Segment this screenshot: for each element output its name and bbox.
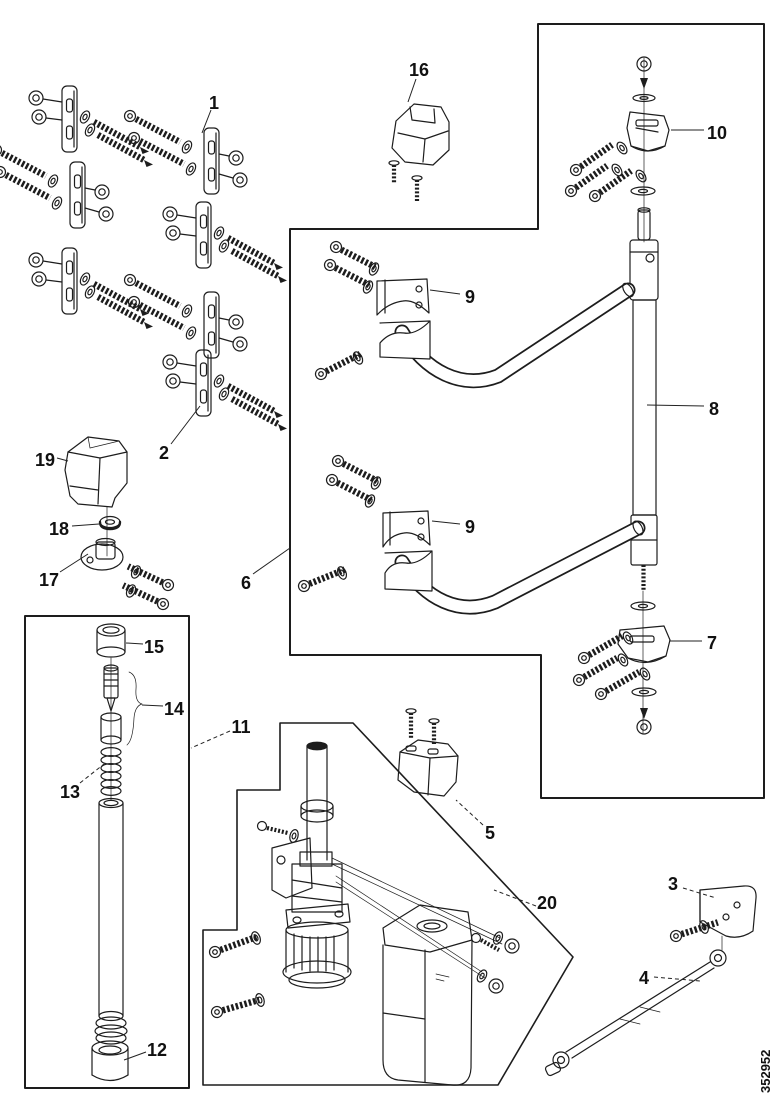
callout-13: 13 [60,782,80,802]
valve-part-14 [100,664,143,746]
callout-4: 4 [639,968,649,988]
tube-lower [394,520,646,615]
callout-5: 5 [485,823,495,843]
drawing-number: 352952 [758,1050,773,1093]
cylinder-tube [94,797,128,1045]
callout-19: 19 [35,450,55,470]
callout-16: 16 [409,60,429,80]
callout-14: 14 [164,699,184,719]
assembly-enclosure-outline [289,23,765,799]
mast-parts [91,623,143,1082]
pump-tie-rods [331,857,520,994]
callout-leader-13 [79,763,105,784]
hardware-kit-6 [125,275,248,359]
callout-12: 12 [147,1040,167,1060]
tie-rod-part-4 [544,949,727,1077]
callout-leader-14 [141,704,164,707]
callout-leader-9a [429,289,461,295]
callout-leader-16 [407,78,417,103]
callout-10: 10 [707,123,727,143]
pump-body [285,851,351,929]
callout-3: 3 [668,874,678,894]
grommet-part-18 [98,515,122,531]
callout-9b: 9 [465,517,475,537]
callout-leader-2 [170,405,201,445]
bracket-part-10 [626,111,670,152]
callout-leader-11 [190,730,231,749]
callout-8: 8 [709,399,719,419]
cup-part-12 [91,1040,129,1082]
callout-leader-1 [201,109,212,134]
hardware-kit-1 [29,86,153,167]
callout-leader-17 [59,553,89,573]
spring-part-13 [100,746,122,796]
actuator-part-8 [629,239,659,591]
callout-11: 11 [231,717,250,737]
callout-leader-9b [431,520,461,525]
tube-upper [394,282,636,389]
cap-part-16 [388,103,450,202]
callout-leader-3 [682,887,717,899]
hardware-kit-4 [163,202,287,283]
block-part-5 [397,708,459,797]
cap-part-15 [96,623,126,658]
callout-leader-20 [493,889,537,907]
callout-2: 2 [159,443,169,463]
hardware-kit-3 [0,145,113,229]
hardware-kit-5 [29,248,153,329]
callout-6: 6 [241,573,251,593]
callout-leader-12 [123,1051,147,1061]
callout-1: 1 [209,93,219,113]
callout-leader-18 [71,523,100,527]
callout-leader-15 [125,642,144,645]
pump-motor [282,921,352,989]
callout-leader-8 [646,404,705,407]
top-mount-stack-part-10 [563,56,670,243]
callout-17: 17 [39,570,59,590]
clamp-part-17 [80,537,175,612]
hardware-kit-7 [163,350,287,431]
callout-20: 20 [537,893,557,913]
bracket-part-3 [669,885,757,951]
callout-leader-5 [455,799,484,826]
callout-leader-19 [56,457,69,462]
callout-9a: 9 [465,287,475,307]
callout-leader-4 [653,976,701,982]
callout-15: 15 [144,637,164,657]
callout-7: 7 [707,633,717,653]
bottom-mount-stack-part-7 [571,590,671,735]
callout-leader-6 [252,547,291,575]
mast-enclosure-outline [24,615,190,1089]
clamp-part-9-upper [314,240,431,382]
clamp-part-9-lower [297,454,433,594]
pump-assembly-part-20 [208,741,520,1086]
reservoir-tank [382,904,473,1086]
callout-18: 18 [49,519,69,539]
pump-rod [300,741,334,861]
pump-group-outline [202,722,574,1086]
pump-mount-plate [271,837,313,899]
cover-part-19 [64,436,128,508]
